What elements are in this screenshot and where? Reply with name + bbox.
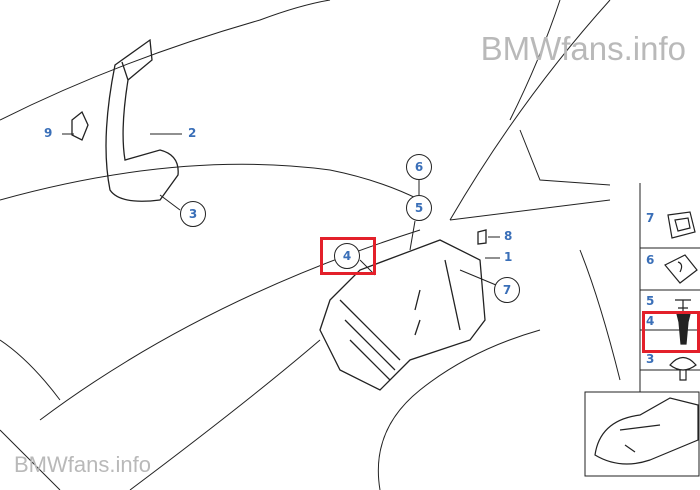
callout-3: 3	[180, 201, 206, 227]
callout-4: 4	[334, 243, 360, 269]
highlight-box-callout-4	[320, 237, 376, 275]
part-7-icon	[667, 211, 696, 239]
callout-9: 9	[44, 126, 53, 140]
side-item-5: 5	[646, 294, 655, 308]
hood-outline	[0, 0, 541, 490]
side-panel-parts	[594, 211, 699, 465]
watermark-top: BMWfans.info	[480, 30, 686, 67]
part-1-panel	[319, 239, 486, 391]
side-item-6: 6	[646, 253, 655, 267]
side-panel-frames	[584, 183, 700, 477]
callout-1: 1	[504, 250, 513, 264]
part-2-trim	[105, 38, 179, 202]
callout-2: 2	[188, 126, 197, 140]
leader-lines	[62, 133, 641, 392]
part-6-icon	[664, 254, 698, 284]
highlight-box-side-item-4	[642, 311, 700, 353]
part-9-clip	[71, 110, 89, 141]
windshield-outline	[449, 0, 611, 221]
callout-7: 7	[494, 277, 520, 303]
part-3-icon	[669, 356, 697, 381]
callout-6: 6	[406, 154, 432, 180]
side-item-7: 7	[646, 211, 655, 225]
car-thumbnail	[594, 397, 699, 465]
fender-outline	[0, 249, 621, 401]
side-item-3: 3	[646, 352, 655, 366]
part-8-clip	[477, 229, 487, 245]
watermark-bottom: BMWfans.info	[14, 452, 151, 477]
callout-5: 5	[406, 195, 432, 221]
callout-8: 8	[504, 229, 513, 243]
side-item-4: 4	[646, 314, 655, 328]
part-4-icon	[676, 313, 691, 345]
